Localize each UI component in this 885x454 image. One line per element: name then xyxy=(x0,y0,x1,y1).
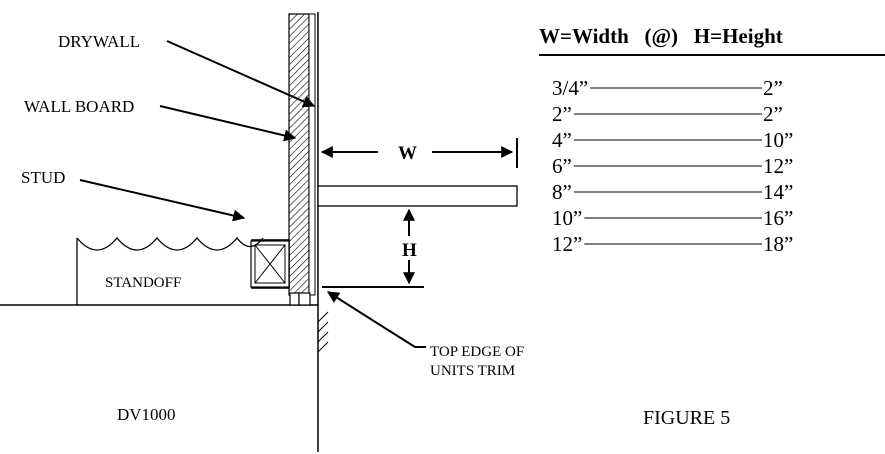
table-row: 10” 16” xyxy=(552,206,793,230)
table-width-cell: 10” xyxy=(552,206,582,230)
figure-label: FIGURE 5 xyxy=(643,407,730,429)
table-height-cell: 14” xyxy=(763,180,793,204)
table-width-cell: 12” xyxy=(552,232,582,256)
table-width-cell: 3/4” xyxy=(552,76,588,100)
table-height-cell: 10” xyxy=(763,128,793,152)
wall-board-leader xyxy=(159,105,297,142)
table-width-cell: 8” xyxy=(552,180,572,204)
table-width-cell: 2” xyxy=(552,102,572,126)
clearance-table: 3/4”2”2”2”4”10”6”12”8”14”10”16”12”18” xyxy=(552,76,793,256)
table-height-cell: 12” xyxy=(763,154,793,178)
top-edge-label-line1: TOP EDGE OF xyxy=(430,344,524,360)
stud-inner xyxy=(254,244,286,284)
table-row: 8” 14” xyxy=(552,180,793,204)
w-label: W xyxy=(398,143,417,164)
table-header: W=Width (@) H=Height xyxy=(539,24,783,48)
table-height-cell: 16” xyxy=(763,206,793,230)
table-row: 6” 12” xyxy=(552,154,793,178)
table-width-cell: 4” xyxy=(552,128,572,152)
floor-hatch-marks xyxy=(317,311,329,353)
table-row: 2” 2” xyxy=(552,102,783,126)
top-edge-leader xyxy=(326,291,426,348)
mantel-shelf xyxy=(317,185,518,207)
bottom-trim-right xyxy=(298,292,311,306)
stud-x-line-2 xyxy=(254,244,286,284)
table-row: 3/4” 2” xyxy=(552,76,783,100)
wall-board-panel xyxy=(308,13,316,296)
h-label: H xyxy=(402,240,417,261)
model-label: DV1000 xyxy=(117,405,176,424)
table-width-cell: 6” xyxy=(552,154,572,178)
wall-board-label: WALL BOARD xyxy=(24,97,134,116)
stud-label: STUD xyxy=(21,168,65,187)
table-height-cell: 2” xyxy=(763,102,783,126)
drywall-label: DRYWALL xyxy=(58,32,140,51)
standoff-label: STANDOFF xyxy=(105,275,181,291)
bottom-trim-left xyxy=(289,292,300,306)
standoff-shape xyxy=(76,236,264,305)
drywall-panel xyxy=(288,13,310,296)
table-row: 4” 10” xyxy=(552,128,793,152)
stud-leader xyxy=(79,179,246,222)
table-row: 12” 18” xyxy=(552,232,793,256)
table-height-cell: 18” xyxy=(763,232,793,256)
top-edge-label-line2: UNITS TRIM xyxy=(430,363,515,379)
table-height-cell: 2” xyxy=(763,76,783,100)
drywall-leader xyxy=(166,40,316,108)
